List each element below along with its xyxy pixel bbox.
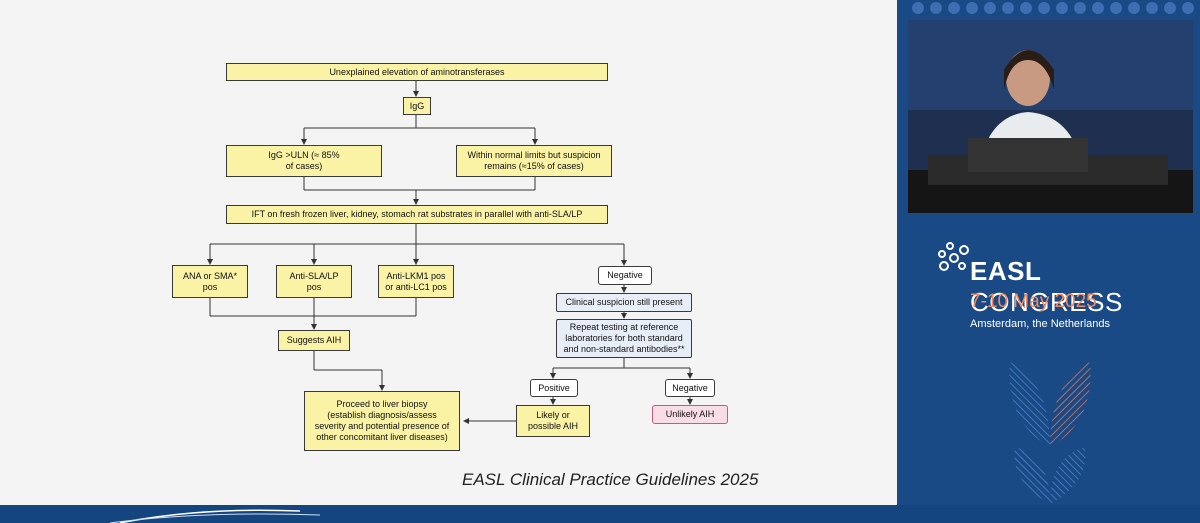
presentation-slide: Unexplained elevation of aminotransferas… bbox=[0, 0, 897, 505]
citation: EASL Clinical Practice Guidelines 2025 bbox=[462, 470, 759, 489]
node-ift: IFT on fresh frozen liver, kidney, stoma… bbox=[226, 205, 608, 224]
speaker-video bbox=[908, 20, 1193, 213]
wave-decoration bbox=[109, 509, 321, 523]
node-igg-normal: Within normal limits but suspicion remai… bbox=[456, 145, 612, 177]
node-suggests-aih: Suggests AIH bbox=[278, 330, 350, 351]
node-ana-sma: ANA or SMA* pos bbox=[172, 265, 248, 298]
brand-bold: EASL bbox=[970, 256, 1042, 286]
decorative-leaf-art bbox=[1009, 362, 1091, 504]
node-positive: Positive bbox=[530, 379, 578, 397]
node-igg: IgG bbox=[403, 97, 431, 115]
brand-rest: CONGRESS bbox=[970, 287, 1123, 317]
congress-name: EASL CONGRESS bbox=[970, 256, 1200, 318]
node-unlikely-aih: Unlikely AIH bbox=[652, 405, 728, 424]
congress-dates: 7-10 May 2025 bbox=[970, 291, 1097, 312]
node-clinical-suspicion: Clinical suspicion still present bbox=[556, 293, 692, 312]
congress-location: Amsterdam, the Netherlands bbox=[970, 318, 1111, 330]
node-negative-2: Negative bbox=[665, 379, 715, 397]
node-negative: Negative bbox=[598, 266, 652, 285]
easl-logo-icon bbox=[938, 242, 969, 271]
node-anti-lkm1: Anti-LKM1 pos or anti-LC1 pos bbox=[378, 265, 454, 298]
node-likely-aih: Likely or possible AIH bbox=[516, 405, 590, 437]
flowchart-connectors bbox=[207, 81, 693, 424]
node-anti-sla-lp: Anti-SLA/LP pos bbox=[276, 265, 352, 298]
node-liver-biopsy: Proceed to liver biopsy (establish diagn… bbox=[304, 391, 460, 451]
dot-pattern-decoration bbox=[912, 2, 1194, 14]
bottom-band bbox=[0, 505, 1200, 523]
node-start: Unexplained elevation of aminotransferas… bbox=[226, 63, 608, 81]
node-igg-high: IgG >ULN (≈ 85% of cases) bbox=[226, 145, 382, 177]
node-repeat-testing: Repeat testing at reference laboratories… bbox=[556, 319, 692, 358]
